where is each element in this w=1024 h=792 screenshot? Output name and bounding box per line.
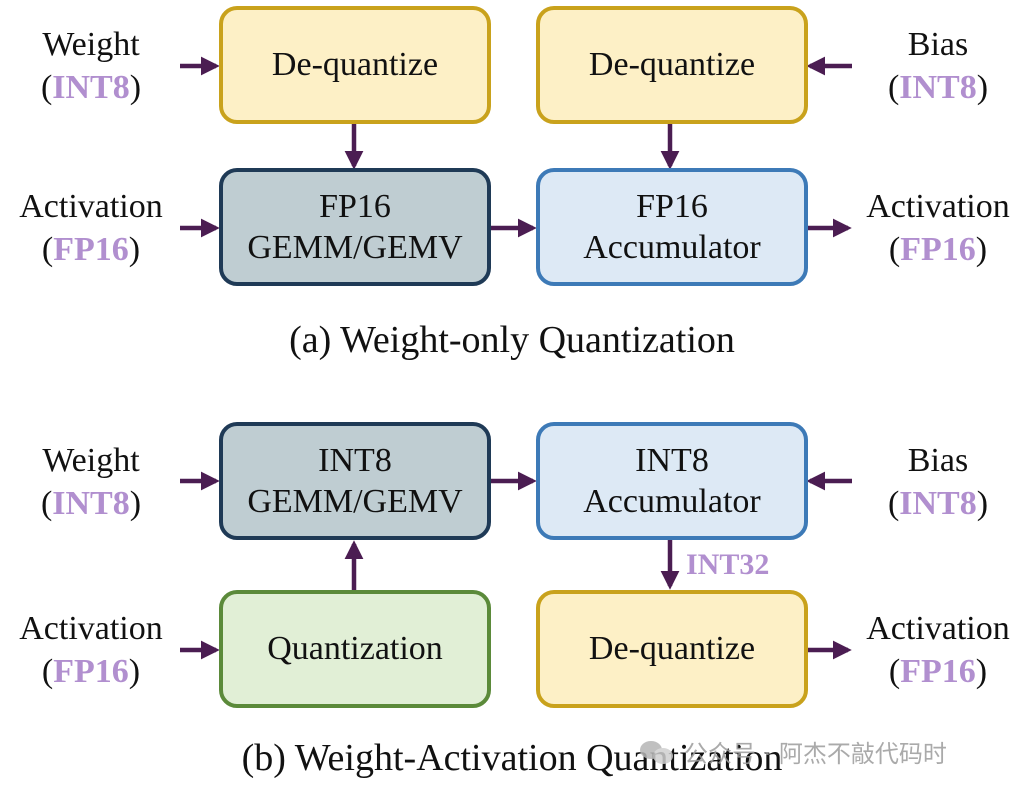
- b-activation-input-dtype: FP16: [53, 653, 129, 690]
- b-bias-input-label: Bias (INT8): [852, 440, 1024, 526]
- b-gemm-line1: INT8: [318, 441, 392, 479]
- b-activation-output-dtype: FP16: [900, 653, 976, 690]
- a-activation-input-name: Activation: [19, 188, 163, 226]
- watermark-text: 公众号 · 阿杰不敲代码时: [684, 740, 947, 768]
- a-dequantize-weight-label: De-quantize: [271, 46, 439, 84]
- b-gemm-line2: GEMM/GEMV: [247, 483, 463, 520]
- b-dequantize-label: De-quantize: [588, 630, 756, 668]
- a-accumulator-line1: FP16: [636, 187, 708, 225]
- a-activation-input-label: Activation (FP16): [0, 186, 182, 272]
- b-activation-input-label: Activation (FP16): [0, 608, 182, 694]
- b-activation-output-label: Activation (FP16): [852, 608, 1024, 694]
- b-int32-edge-label: INT32: [686, 548, 770, 581]
- a-bias-name: Bias: [907, 26, 969, 64]
- b-quantization-label: Quantization: [267, 630, 443, 668]
- a-activation-input-dtype: FP16: [53, 231, 129, 268]
- b-dequantize-box: De-quantize: [536, 590, 808, 708]
- a-accumulator-line2: Accumulator: [583, 229, 761, 266]
- b-weight-name: Weight: [42, 442, 140, 480]
- a-gemm-box: FP16 GEMM/GEMV: [219, 168, 491, 286]
- b-bias-name: Bias: [907, 442, 969, 480]
- b-gemm-box: INT8 GEMM/GEMV: [219, 422, 491, 540]
- a-weight-input-label: Weight (INT8): [0, 24, 182, 110]
- b-weight-input-label: Weight (INT8): [0, 440, 182, 526]
- b-bias-dtype: INT8: [899, 485, 977, 522]
- b-bias-dtype-wrap: (INT8): [887, 485, 989, 522]
- a-dequantize-weight-box: De-quantize: [219, 6, 491, 124]
- a-weight-name: Weight: [42, 26, 140, 64]
- a-bias-dtype-wrap: (INT8): [887, 69, 989, 106]
- a-accumulator-box: FP16 Accumulator: [536, 168, 808, 286]
- a-gemm-line2: GEMM/GEMV: [247, 229, 463, 266]
- a-weight-dtype-wrap: (INT8): [40, 69, 142, 106]
- a-dequantize-bias-box: De-quantize: [536, 6, 808, 124]
- a-bias-dtype: INT8: [899, 69, 977, 106]
- b-weight-dtype: INT8: [52, 485, 130, 522]
- b-accumulator-line1: INT8: [635, 441, 709, 479]
- a-activation-output-name: Activation: [866, 188, 1010, 226]
- b-quantization-box: Quantization: [219, 590, 491, 708]
- a-activation-output-label: Activation (FP16): [852, 186, 1024, 272]
- a-dequantize-bias-label: De-quantize: [588, 46, 756, 84]
- a-bias-input-label: Bias (INT8): [852, 24, 1024, 110]
- a-activation-input-dtype-wrap: (FP16): [41, 231, 141, 268]
- a-activation-output-dtype-wrap: (FP16): [888, 231, 988, 268]
- a-weight-dtype: INT8: [52, 69, 130, 106]
- wechat-icon: [640, 739, 676, 765]
- a-caption: (a) Weight-only Quantization: [289, 319, 735, 361]
- watermark: 公众号 · 阿杰不敲代码时: [640, 734, 947, 769]
- a-activation-output-dtype: FP16: [900, 231, 976, 268]
- b-activation-input-dtype-wrap: (FP16): [41, 653, 141, 690]
- b-weight-dtype-wrap: (INT8): [40, 485, 142, 522]
- b-caption: (b) Weight-Activation Quantization: [241, 737, 783, 779]
- b-accumulator-line2: Accumulator: [583, 483, 761, 520]
- b-activation-input-name: Activation: [19, 610, 163, 648]
- b-activation-output-name: Activation: [866, 610, 1010, 648]
- a-gemm-line1: FP16: [319, 187, 391, 225]
- b-activation-output-dtype-wrap: (FP16): [888, 653, 988, 690]
- b-accumulator-box: INT8 Accumulator: [536, 422, 808, 540]
